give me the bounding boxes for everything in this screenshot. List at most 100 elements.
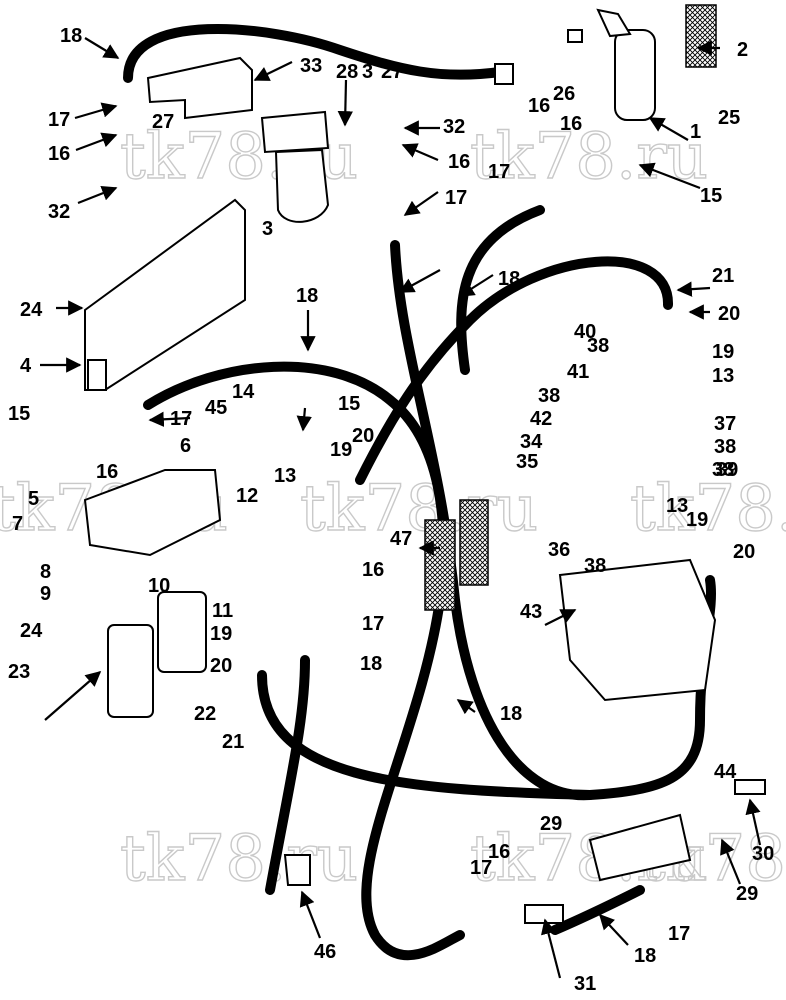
leader-lines bbox=[40, 37, 762, 979]
callout-20: 20 bbox=[718, 303, 740, 325]
callout-18: 18 bbox=[296, 285, 318, 307]
callout-42: 42 bbox=[530, 408, 552, 430]
fuel-hose-21-lower bbox=[257, 670, 595, 800]
callout-45: 45 bbox=[205, 397, 227, 419]
callout-1: 1 bbox=[690, 121, 701, 143]
callout-18: 18 bbox=[498, 268, 520, 290]
fuel-hose-arc-21 bbox=[355, 256, 674, 485]
callout-19: 19 bbox=[210, 623, 232, 645]
callout-27: 27 bbox=[152, 111, 174, 133]
callout-16: 16 bbox=[448, 151, 470, 173]
fuel-filter-bowl bbox=[274, 148, 330, 223]
callout-14: 14 bbox=[232, 381, 255, 403]
callout-19: 19 bbox=[712, 341, 734, 363]
callout-32: 32 bbox=[443, 116, 465, 138]
watermark-text: tk78.ru bbox=[470, 120, 708, 194]
callout-22: 22 bbox=[194, 703, 216, 725]
callout-33: 33 bbox=[300, 55, 322, 77]
fuel-hose-bottom bbox=[550, 885, 645, 935]
callout-15: 15 bbox=[338, 393, 360, 415]
fuel-hose-top bbox=[123, 23, 505, 83]
callout-24: 24 bbox=[20, 620, 43, 642]
callout-18: 18 bbox=[634, 945, 656, 967]
filter-head-block bbox=[83, 469, 222, 557]
callout-32: 32 bbox=[48, 201, 70, 223]
callout-38: 38 bbox=[584, 555, 606, 577]
banjo-fitting bbox=[567, 29, 583, 43]
callout-18: 18 bbox=[500, 703, 522, 725]
callout-29: 29 bbox=[736, 883, 758, 905]
callout-40: 40 bbox=[574, 321, 596, 343]
callout-3: 3 bbox=[262, 218, 273, 240]
watermark-text: tk78.ru bbox=[300, 472, 538, 546]
callout-27: 27 bbox=[381, 61, 403, 83]
callout-23: 23 bbox=[8, 661, 30, 683]
fuel-filter-head bbox=[260, 110, 330, 154]
callout-7: 7 bbox=[12, 513, 23, 535]
callout-30: 30 bbox=[752, 843, 774, 865]
fuel-filter-cartridge-23 bbox=[107, 624, 154, 718]
callout-39: 39 bbox=[716, 459, 738, 481]
hose-clamp-fitting bbox=[494, 63, 514, 85]
callout-17: 17 bbox=[362, 613, 384, 635]
callout-15: 15 bbox=[700, 185, 722, 207]
callout-17: 17 bbox=[170, 408, 192, 430]
callout-16: 16 bbox=[528, 95, 550, 117]
protective-sleeve bbox=[459, 499, 489, 586]
watermark-layer: tk78.ru tk78.ru tk78.ru tk78.ru tk78.ru … bbox=[0, 119, 786, 896]
callout-18: 18 bbox=[360, 653, 382, 675]
callout-16: 16 bbox=[488, 841, 510, 863]
callout-21: 21 bbox=[712, 265, 734, 287]
callout-17: 17 bbox=[668, 923, 690, 945]
callout-5: 5 bbox=[28, 488, 39, 510]
callout-46: 46 bbox=[314, 941, 336, 963]
callout-13: 13 bbox=[712, 365, 734, 387]
callout-8: 8 bbox=[40, 561, 51, 583]
callout-38: 38 bbox=[538, 385, 560, 407]
callout-37: 37 bbox=[714, 413, 736, 435]
callout-4: 4 bbox=[20, 355, 32, 377]
callout-19: 19 bbox=[686, 509, 708, 531]
callout-9: 9 bbox=[40, 583, 51, 605]
banjo-bolt bbox=[734, 779, 766, 795]
callout-20: 20 bbox=[352, 425, 374, 447]
heat-shield-pad bbox=[685, 4, 717, 68]
callout-15: 15 bbox=[8, 403, 30, 425]
callout-38: 38 bbox=[587, 335, 609, 357]
fuel-hose-left-lower bbox=[265, 655, 310, 895]
fuel-pump-body bbox=[614, 29, 656, 121]
callout-43: 43 bbox=[520, 601, 542, 623]
callout-16: 16 bbox=[560, 113, 582, 135]
hose-clip bbox=[283, 854, 311, 886]
callout-26: 26 bbox=[553, 83, 575, 105]
protective-sleeve bbox=[424, 519, 456, 611]
callout-13: 13 bbox=[274, 465, 296, 487]
callout-11: 11 bbox=[212, 600, 233, 622]
callout-21: 21 bbox=[222, 731, 244, 753]
callout-20: 20 bbox=[733, 541, 755, 563]
fuel-filter-cartridge-22 bbox=[157, 591, 207, 673]
callout-47: 47 bbox=[390, 528, 412, 550]
callout-28: 28 bbox=[336, 61, 358, 83]
callout-10: 10 bbox=[148, 575, 170, 597]
callout-12: 12 bbox=[236, 485, 258, 507]
callout-17: 17 bbox=[48, 109, 70, 131]
callout-38: 38 bbox=[714, 436, 736, 458]
watermark-text: tk78.ru bbox=[630, 472, 786, 546]
callout-16: 16 bbox=[96, 461, 118, 483]
callout-24: 24 bbox=[20, 299, 43, 321]
fuel-hose-return bbox=[456, 205, 545, 375]
lift-pump-assembly bbox=[588, 813, 692, 882]
parts-layer bbox=[83, 8, 766, 924]
callout-17: 17 bbox=[470, 857, 492, 879]
callout-29: 29 bbox=[540, 813, 562, 835]
callout-labels: 18 33 28 3 27 32 17 16 27 32 3 16 17 16 … bbox=[8, 25, 774, 995]
callout-13: 13 bbox=[666, 495, 688, 517]
callout-16: 16 bbox=[48, 143, 70, 165]
callout-16: 16 bbox=[362, 559, 384, 581]
callout-35: 35 bbox=[516, 451, 538, 473]
injection-pump bbox=[558, 558, 717, 702]
callout-34: 34 bbox=[520, 431, 543, 453]
callout-18: 18 bbox=[60, 25, 82, 47]
